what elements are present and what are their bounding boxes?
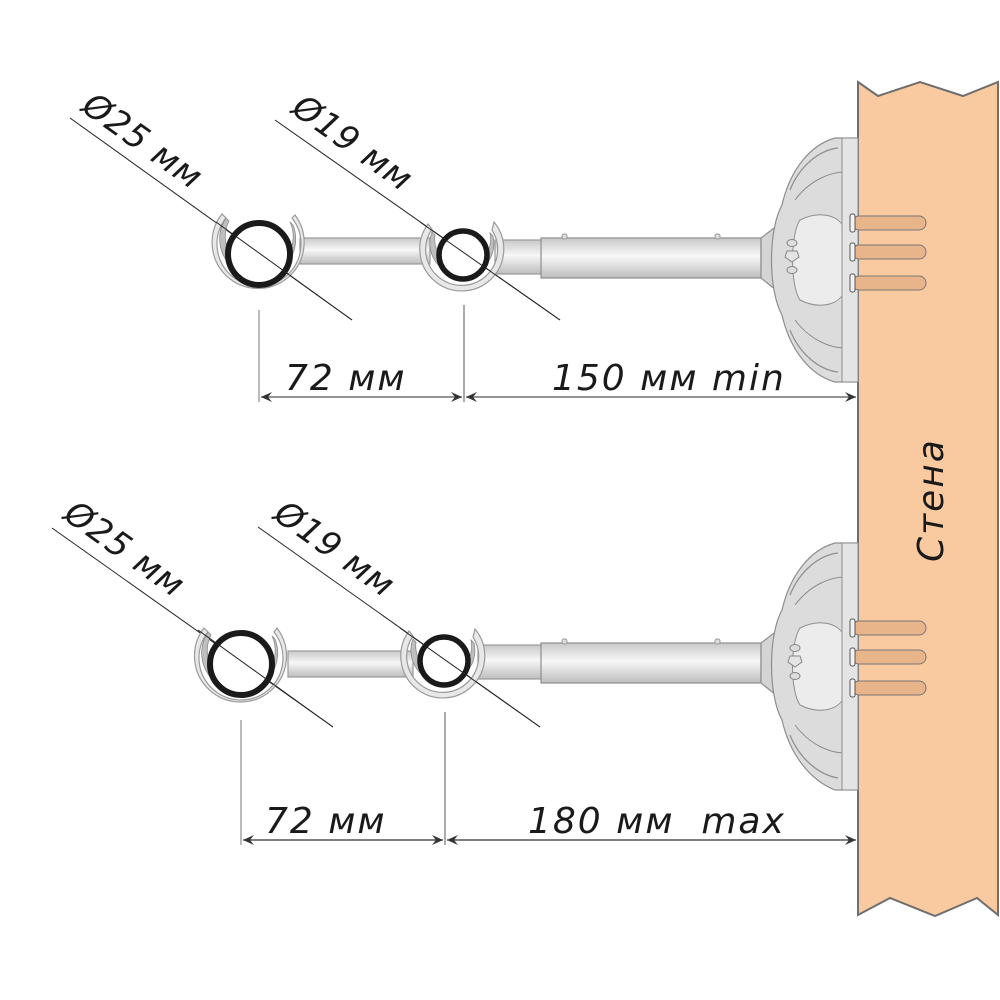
inner-ring-holder: [419, 220, 505, 292]
wall-dowels: [849, 213, 927, 293]
svg-text:Ø25 мм: Ø25 мм: [55, 492, 192, 606]
rod-19-section: [417, 634, 471, 688]
inner-rod-diameter-label: Ø19 мм: [274, 86, 561, 321]
rod-19-section: [436, 228, 490, 282]
rod-25-section: [207, 630, 275, 698]
wall-offset-dimension: 150 мм min: [466, 358, 856, 402]
connector-bar: [299, 237, 431, 265]
svg-text:Ø19 мм: Ø19 мм: [265, 492, 402, 606]
inner-rod-diameter-label: Ø19 мм: [257, 492, 541, 728]
wall-dowels: [849, 618, 927, 698]
svg-text:Ø25 мм: Ø25 мм: [73, 84, 210, 198]
wall-mount-base: [770, 542, 859, 791]
svg-text:72 мм: 72 мм: [265, 801, 387, 842]
inner-ring-holder: [400, 627, 486, 699]
wall-offset-dimension: 180 мм max: [447, 801, 856, 845]
outer-ring-holder: [211, 213, 305, 290]
bracket-bottom: Ø25 мм Ø19 мм: [51, 492, 927, 845]
telescopic-tube: [540, 642, 762, 684]
svg-text:72 мм: 72 мм: [285, 358, 407, 399]
outer-ring-holder: [193, 627, 288, 703]
bracket-top: Ø25 мм Ø19 мм: [69, 84, 927, 402]
wall-mount-base: [770, 137, 859, 383]
rod-spacing-dimension: 72 мм: [258, 305, 465, 402]
rod-25-section: [225, 220, 293, 288]
connector-bar: [287, 650, 414, 678]
wall: Стена: [857, 80, 999, 918]
svg-text:180 мм max: 180 мм max: [528, 801, 786, 842]
wall-label: Стена: [911, 438, 952, 562]
svg-text:150 мм min: 150 мм min: [552, 358, 786, 399]
svg-text:Ø19 мм: Ø19 мм: [283, 86, 420, 200]
telescopic-tube: [540, 237, 762, 279]
rod-spacing-dimension: 72 мм: [240, 712, 446, 845]
